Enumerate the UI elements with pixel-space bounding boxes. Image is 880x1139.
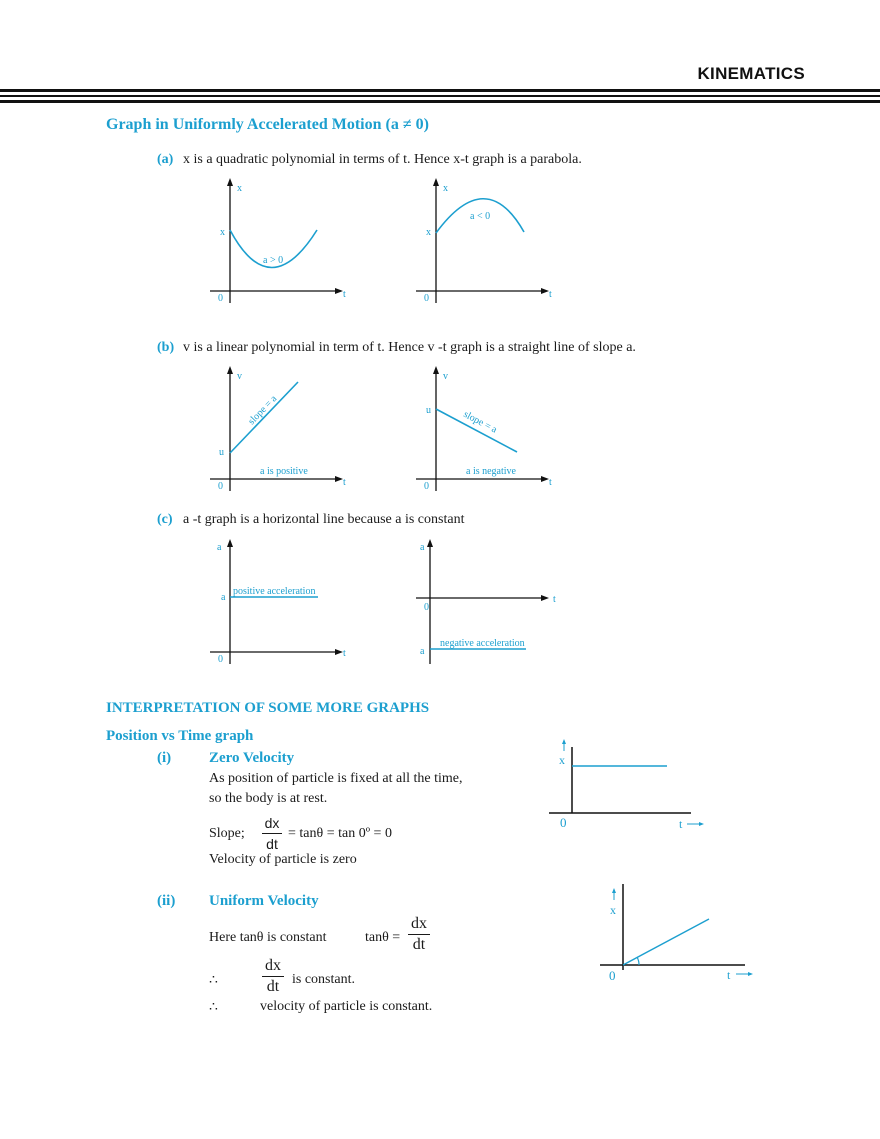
item-i-marker: (i) <box>157 750 172 766</box>
item-ii-line1b: tanθ = <box>365 930 401 945</box>
item-b-text: v is a linear polynomial in term of t. H… <box>183 340 636 355</box>
item-i-line2: so the body is at rest. <box>209 791 328 806</box>
y-intercept-label: u <box>426 405 431 416</box>
xt-parabola-down-graph: x x a < 0 t 0 <box>416 178 552 304</box>
fraction-numerator: dx <box>264 815 280 831</box>
x-axis-label: t <box>343 289 346 300</box>
therefore-symbol-2: ∴ <box>209 1000 218 1015</box>
uniform-velocity-graph: x 0 t <box>600 884 753 983</box>
slope-label: Slope; <box>209 826 245 841</box>
y-intercept-label: u <box>219 447 224 458</box>
header-rule-1 <box>0 89 880 92</box>
x-axis-label: t <box>553 594 556 605</box>
x-axis-label: t <box>343 477 346 488</box>
item-ii-line1a: Here tanθ is constant <box>209 930 327 945</box>
zero-velocity-graph: x 0 t <box>549 739 704 831</box>
at-positive-graph: a a positive acceleration t 0 <box>210 539 346 665</box>
y-axis-label: v <box>443 371 448 382</box>
item-ii-marker: (ii) <box>157 893 176 909</box>
x-axis-label: t <box>727 968 731 982</box>
section-title: Graph in Uniformly Accelerated Motion (a… <box>106 116 429 133</box>
item-i-heading: Zero Velocity <box>209 750 295 766</box>
y-axis-label: a <box>217 542 222 553</box>
therefore-symbol: ∴ <box>209 973 218 988</box>
origin-label: 0 <box>560 815 567 830</box>
x-axis-label: t <box>679 817 683 831</box>
fraction-numerator: dx <box>265 957 281 974</box>
item-ii-line3: velocity of particle is constant. <box>260 999 433 1014</box>
y-axis-label: a <box>420 542 425 553</box>
y-axis-label: x <box>237 183 242 194</box>
item-ii-heading: Uniform Velocity <box>209 893 319 909</box>
graph-caption: negative acceleration <box>440 638 525 649</box>
vt-negative-slope-graph: v u slope = a a is negative t 0 <box>416 366 552 492</box>
y-axis-label: v <box>237 371 242 382</box>
vt-positive-slope-graph: v u slope = a a is positive t 0 <box>210 366 346 492</box>
dx-dt-fraction-2: dx dt <box>262 956 284 997</box>
y-intercept-label: x <box>426 227 431 238</box>
origin-label: 0 <box>218 293 223 304</box>
dx-dt-fraction: dx dt <box>408 914 430 955</box>
item-b-marker: (b) <box>157 340 175 355</box>
item-a-text: x is a quadratic polynomial in terms of … <box>183 152 582 167</box>
curve-label: a > 0 <box>263 255 283 266</box>
graph-caption: a is negative <box>466 466 517 477</box>
y-axis-label: x <box>559 753 565 767</box>
item-a-marker: (a) <box>157 152 174 167</box>
origin-label: 0 <box>218 481 223 492</box>
x-axis-label: t <box>343 648 346 659</box>
section-2-title: INTERPRETATION OF SOME MORE GRAPHS <box>106 700 430 716</box>
y-axis-label: x <box>610 903 616 917</box>
header-rule-3 <box>0 100 880 103</box>
graph-caption: positive acceleration <box>233 586 315 597</box>
y-intercept-label: x <box>220 227 225 238</box>
graph-caption: a is positive <box>260 466 308 477</box>
xt-parabola-up-graph: x x a > 0 t 0 <box>210 178 346 304</box>
origin-label: 0 <box>609 968 616 983</box>
origin-label: 0 <box>218 654 223 665</box>
fraction-denominator: dt <box>266 978 280 995</box>
item-c-text: a -t graph is a horizontal line because … <box>183 512 465 527</box>
y-axis-label: x <box>443 183 448 194</box>
item-ii-line2: is constant. <box>292 972 355 987</box>
fraction-numerator: dx <box>411 915 427 932</box>
slope-label: slope = a <box>246 393 279 427</box>
origin-label: 0 <box>424 293 429 304</box>
x-axis-label: t <box>549 289 552 300</box>
page-header-title: KINEMATICS <box>697 64 805 83</box>
slope-equation: = tanθ = tan 0º = 0 <box>288 826 392 841</box>
origin-label: 0 <box>424 481 429 492</box>
x-axis-label: t <box>549 477 552 488</box>
dx-dt-fraction: dx dt <box>262 813 282 854</box>
fraction-denominator: dt <box>412 936 426 953</box>
section-2-subtitle: Position vs Time graph <box>106 728 254 744</box>
item-i-line1: As position of particle is fixed at all … <box>209 771 463 786</box>
origin-label: 0 <box>424 602 429 613</box>
y-intercept-label: a <box>420 646 425 657</box>
item-c-marker: (c) <box>157 512 173 527</box>
curve-label: a < 0 <box>470 211 490 222</box>
y-intercept-label: a <box>221 592 226 603</box>
at-negative-graph: a 0 a negative acceleration t <box>416 539 556 664</box>
fraction-denominator: dt <box>266 836 278 852</box>
item-i-line3: Velocity of particle is zero <box>209 852 357 867</box>
header-rule-2 <box>0 95 880 97</box>
